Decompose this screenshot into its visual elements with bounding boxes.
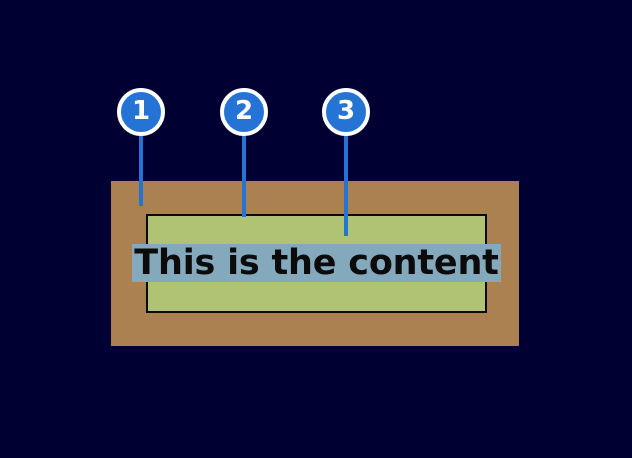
callout-badge-label-2: 2: [234, 96, 254, 126]
callout-badge-label-3: 3: [336, 96, 356, 126]
callout-badge-1[interactable]: 1: [117, 88, 165, 136]
callout-leader-line-1: [139, 136, 143, 206]
callout-badge-3[interactable]: 3: [322, 88, 370, 136]
callout-leader-line-3: [344, 136, 348, 236]
margin-box: This is the content: [111, 181, 519, 346]
callout-badge-2[interactable]: 2: [220, 88, 268, 136]
border-box: This is the content: [132, 214, 501, 313]
callout-leader-line-2: [242, 136, 246, 217]
content-box-text: This is the content: [132, 242, 501, 283]
callout-badge-label-1: 1: [131, 96, 151, 126]
